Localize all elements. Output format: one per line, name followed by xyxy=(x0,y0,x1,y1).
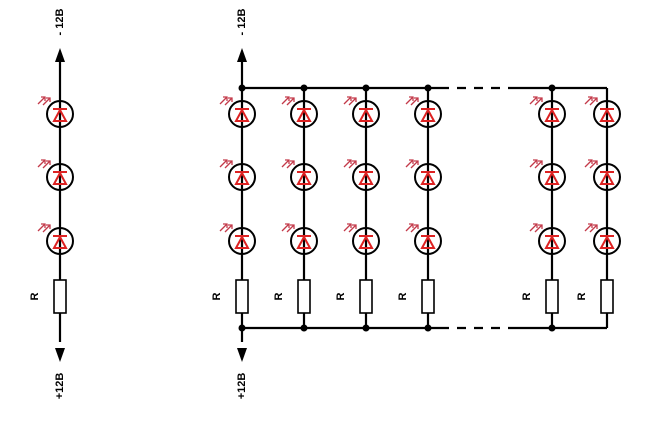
junction-dot xyxy=(362,84,370,92)
led-icon xyxy=(37,223,74,255)
arrow-up-icon xyxy=(55,48,65,62)
led-icon xyxy=(405,159,442,191)
label: R xyxy=(335,292,347,300)
led-icon xyxy=(343,223,380,255)
led-icon xyxy=(529,223,566,255)
led-icon xyxy=(281,96,318,128)
led-icon xyxy=(219,223,256,255)
junction-dot xyxy=(362,324,370,332)
resistor-icon xyxy=(359,279,373,314)
led-icon xyxy=(343,159,380,191)
junction-dot xyxy=(238,84,246,92)
arrow-down-icon xyxy=(237,348,247,362)
led-icon xyxy=(584,223,621,255)
led-icon xyxy=(281,159,318,191)
led-icon xyxy=(529,159,566,191)
label: - 12B xyxy=(236,8,248,35)
led-icon xyxy=(37,159,74,191)
arrow-down-icon xyxy=(55,348,65,362)
resistor-icon xyxy=(53,279,67,314)
junction-dot xyxy=(300,84,308,92)
label: R xyxy=(576,292,588,300)
label: R xyxy=(29,292,41,300)
led-icon xyxy=(584,159,621,191)
label: R xyxy=(211,292,223,300)
led-icon xyxy=(281,223,318,255)
junction-dot xyxy=(238,324,246,332)
junction-dot xyxy=(548,324,556,332)
resistor-icon xyxy=(297,279,311,314)
label: +12B xyxy=(54,373,66,400)
junction-dot xyxy=(300,324,308,332)
junction-dot xyxy=(548,84,556,92)
resistor-icon xyxy=(545,279,559,314)
led-icon xyxy=(219,159,256,191)
led-icon xyxy=(219,96,256,128)
label: +12B xyxy=(236,373,248,400)
led-icon xyxy=(584,96,621,128)
led-icon xyxy=(529,96,566,128)
label: - 12B xyxy=(54,8,66,35)
arrow-up-icon xyxy=(237,48,247,62)
junction-dot xyxy=(424,84,432,92)
label: R xyxy=(273,292,285,300)
led-icon xyxy=(37,96,74,128)
junction-dot xyxy=(424,324,432,332)
resistor-icon xyxy=(421,279,435,314)
led-icon xyxy=(405,96,442,128)
led-icon xyxy=(405,223,442,255)
resistor-icon xyxy=(235,279,249,314)
led-icon xyxy=(343,96,380,128)
resistor-icon xyxy=(600,279,614,314)
label: R xyxy=(397,292,409,300)
label: R xyxy=(521,292,533,300)
